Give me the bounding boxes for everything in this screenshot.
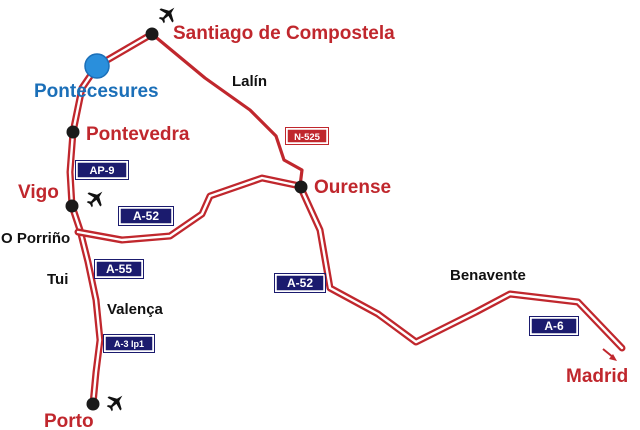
badge-a6: A-6 — [529, 316, 579, 336]
dot-porto — [86, 397, 100, 411]
airplane-icon — [102, 389, 129, 416]
svg-text:A-52: A-52 — [133, 209, 159, 223]
road-a52-west — [74, 174, 304, 244]
airplane-icon — [82, 185, 109, 212]
label-porto: Porto — [44, 411, 94, 430]
road-n525 — [150, 32, 304, 188]
label-lalin: Lalín — [232, 73, 267, 90]
label-porrino: O Porriño — [1, 230, 70, 247]
dot-santiago — [145, 27, 159, 41]
road-network — [66, 30, 626, 408]
svg-text:A-6: A-6 — [544, 319, 564, 333]
badge-ap9: AP-9 — [75, 160, 129, 180]
label-benavente: Benavente — [450, 267, 526, 284]
badge-a52-west: A-52 — [118, 206, 174, 226]
label-pontecesures: Pontecesures — [34, 81, 159, 102]
badge-a55: A-55 — [94, 259, 144, 279]
dot-vigo — [65, 199, 79, 213]
label-ourense: Ourense — [314, 177, 391, 198]
label-madrid: Madrid — [566, 366, 628, 387]
label-vigo: Vigo — [18, 182, 59, 203]
svg-text:AP-9: AP-9 — [89, 165, 114, 177]
svg-text:N-525: N-525 — [294, 132, 321, 143]
road-ap9 — [66, 30, 156, 210]
badge-a52-east: A-52 — [274, 273, 326, 293]
svg-text:A-3 Ip1: A-3 Ip1 — [114, 339, 144, 349]
dot-pontecesures — [84, 53, 110, 79]
label-valenca: Valença — [107, 301, 164, 318]
label-santiago: Santiago de Compostela — [173, 23, 395, 44]
badge-n525: N-525 — [285, 127, 329, 145]
badge-a3: A-3 Ip1 — [103, 334, 155, 353]
label-pontevedra: Pontevedra — [86, 124, 190, 145]
dot-ourense — [294, 180, 308, 194]
dot-pontevedra — [66, 125, 80, 139]
label-tui: Tui — [47, 271, 68, 288]
svg-text:A-55: A-55 — [106, 262, 132, 276]
madrid-arrow — [602, 348, 617, 361]
svg-text:A-52: A-52 — [287, 276, 313, 290]
road-a52-a6-east — [296, 182, 626, 352]
